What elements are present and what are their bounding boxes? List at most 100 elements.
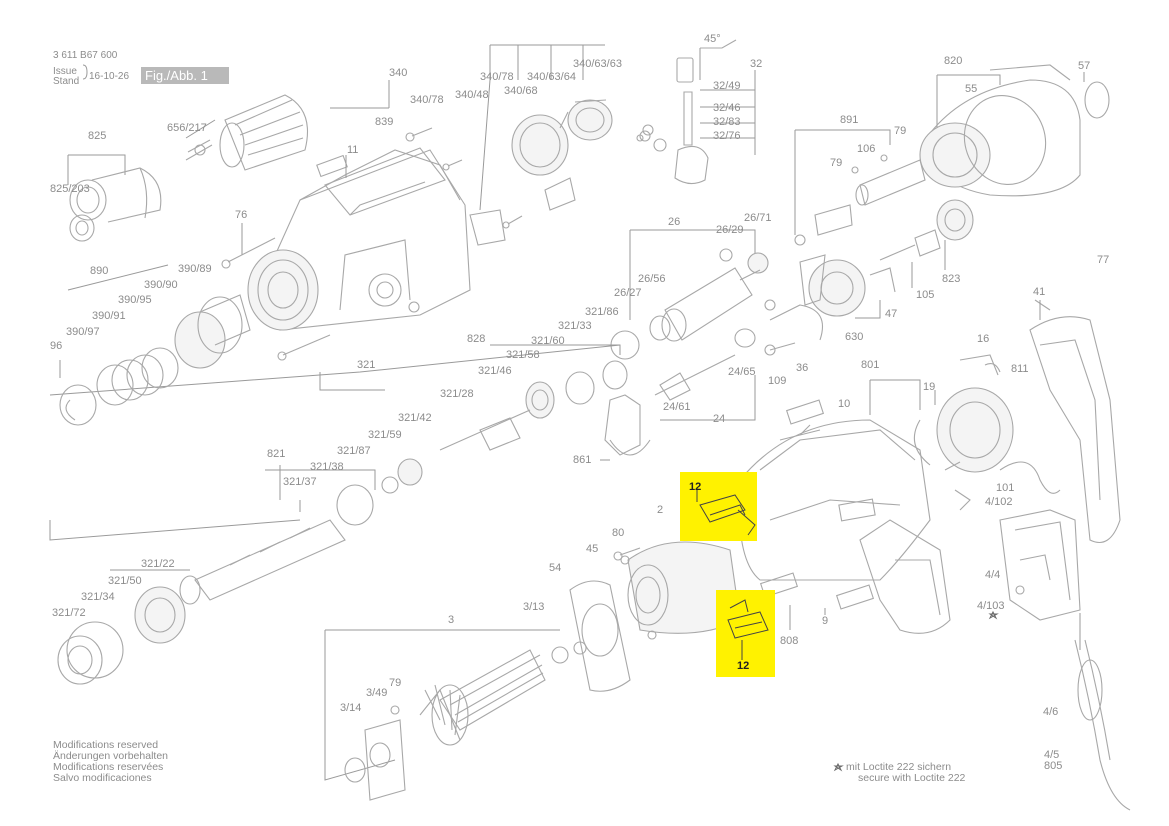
callout-321-86: 321/86	[585, 306, 619, 318]
callout-340-78-b: 340/78	[410, 94, 444, 106]
callout-26: 26	[668, 216, 681, 228]
callout-321-59: 321/59	[368, 429, 402, 441]
figure-label: Fig./Abb. 1	[141, 67, 229, 84]
callout-3-13: 3/13	[523, 601, 545, 613]
callout-340-48: 340/48	[455, 89, 489, 101]
callout-805: 805	[1044, 760, 1063, 772]
callout-11: 11	[347, 144, 359, 156]
callout-321-46: 321/46	[478, 365, 512, 377]
callout-3-49: 3/49	[366, 687, 388, 699]
callout-839: 839	[375, 116, 394, 128]
callout-24-65: 24/65	[728, 366, 756, 378]
part-number: 3 611 B67 600	[53, 50, 118, 61]
callout-820: 820	[944, 55, 963, 67]
callout-4-102: 4/102	[985, 496, 1013, 508]
callout-24-61: 24/61	[663, 401, 691, 413]
callout-821: 821	[267, 448, 286, 460]
note-line-en: Modifications reserved	[53, 739, 159, 751]
callout-390-91: 390/91	[92, 310, 126, 322]
loctite-note-en: secure with Loctite 222	[858, 772, 966, 784]
callout-26-56: 26/56	[638, 273, 666, 285]
callout-109: 109	[768, 375, 787, 387]
callout-4-4: 4/4	[985, 569, 1001, 581]
callout-105: 105	[916, 289, 935, 301]
callout-321-37: 321/37	[283, 476, 317, 488]
callout-656-217: 656/217	[167, 122, 207, 134]
callout-321-28: 321/28	[440, 388, 474, 400]
issue-date: 16-10-26	[89, 71, 130, 82]
callout-32: 32	[750, 58, 763, 70]
callout-101: 101	[996, 482, 1015, 494]
callout-26-29: 26/29	[716, 224, 744, 236]
callout-321-34: 321/34	[81, 591, 115, 603]
callout-321-50: 321/50	[108, 575, 142, 587]
callout-4-103: 4/103	[977, 600, 1005, 612]
callout-340-63-63: 340/63/63	[573, 58, 622, 70]
callout-390-97: 390/97	[66, 326, 100, 338]
callout-340-78: 340/78	[480, 71, 514, 83]
callout-801: 801	[861, 359, 880, 371]
callout-4-6: 4/6	[1043, 706, 1059, 718]
callout-32-83: 32/83	[713, 116, 741, 128]
callout-340: 340	[389, 67, 408, 79]
callout-96: 96	[50, 340, 63, 352]
callout-2: 2	[657, 504, 664, 516]
callout-77: 77	[1097, 254, 1110, 266]
callout-47: 47	[885, 308, 898, 320]
callout-32-76: 32/76	[713, 130, 741, 142]
callout-321-33: 321/33	[558, 320, 592, 332]
callout-891: 891	[840, 114, 859, 126]
callout-79-b: 79	[830, 157, 843, 169]
callout-54: 54	[549, 562, 562, 574]
highlight-label-bottom: 12	[737, 660, 750, 672]
callout-630: 630	[845, 331, 864, 343]
callout-80: 80	[612, 527, 625, 539]
callout-828: 828	[467, 333, 486, 345]
callout-825: 825	[88, 130, 107, 142]
callout-45-degree: 45°	[704, 33, 721, 45]
callout-321-22: 321/22	[141, 558, 175, 570]
callout-321-38: 321/38	[310, 461, 344, 473]
callout-808: 808	[780, 635, 799, 647]
loctite-note: mit Loctite 222 sichern secure with Loct…	[846, 762, 965, 784]
callout-32-49: 32/49	[713, 80, 741, 92]
callout-3-14: 3/14	[340, 702, 362, 714]
callout-340-68: 340/68	[504, 85, 538, 97]
callout-79-a: 79	[894, 125, 907, 137]
callout-26-71: 26/71	[744, 212, 772, 224]
callout-45: 45	[586, 543, 599, 555]
callout-10: 10	[838, 398, 851, 410]
callout-36: 36	[796, 362, 809, 374]
callout-24: 24	[713, 413, 726, 425]
callout-3: 3	[448, 614, 455, 626]
callout-321-42: 321/42	[398, 412, 432, 424]
callout-390-90: 390/90	[144, 279, 178, 291]
stand-label: Stand	[53, 76, 80, 87]
callout-340-63-64: 340/63/64	[527, 71, 576, 83]
callout-823: 823	[942, 273, 961, 285]
modifications-note: Modifications reserved Änderungen vorbeh…	[53, 740, 168, 784]
callout-825-203: 825/203	[50, 183, 90, 195]
callout-390-95: 390/95	[118, 294, 152, 306]
callout-4-5: 4/5	[1044, 749, 1060, 761]
callout-321: 321	[357, 359, 376, 371]
callout-321-87: 321/87	[337, 445, 371, 457]
callout-41: 41	[1033, 286, 1046, 298]
callout-390-89: 390/89	[178, 263, 212, 275]
callout-19: 19	[923, 381, 936, 393]
callout-106: 106	[857, 143, 876, 155]
callout-890: 890	[90, 265, 109, 277]
note-line-es: Salvo modificaciones	[53, 772, 152, 784]
callout-26-27: 26/27	[614, 287, 642, 299]
callout-321-58: 321/58	[506, 349, 540, 361]
note-line-fr: Modifications reservées	[53, 761, 164, 773]
callout-55: 55	[965, 83, 978, 95]
callout-9: 9	[822, 615, 829, 627]
callout-79-c: 79	[389, 677, 402, 689]
callout-321-72: 321/72	[52, 607, 86, 619]
issue-label: Issue	[53, 66, 77, 77]
loctite-note-de: mit Loctite 222 sichern	[846, 761, 952, 773]
callout-16: 16	[977, 333, 990, 345]
